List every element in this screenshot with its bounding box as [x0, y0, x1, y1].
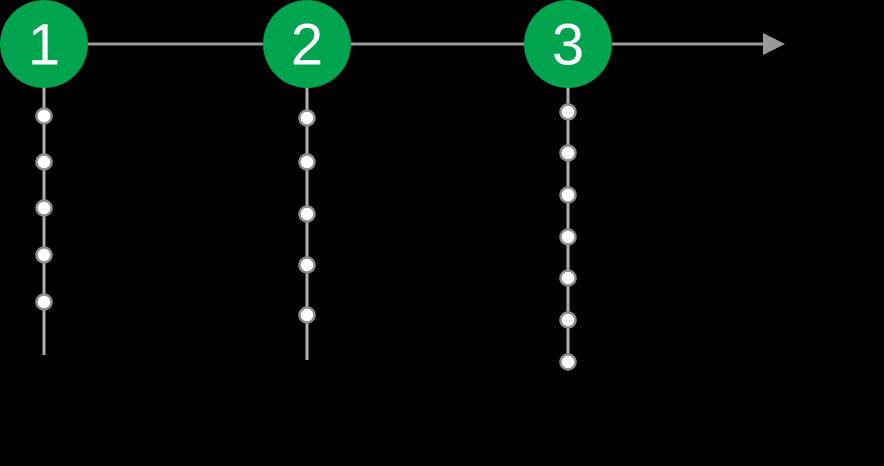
milestone-2-label: 2 [291, 13, 323, 78]
milestone-1-label: 1 [28, 13, 60, 78]
step-3-3-node[interactable] [559, 186, 577, 204]
milestone-1[interactable]: 1 [0, 0, 88, 88]
step-nodes-layer [35, 103, 577, 371]
step-2-5-node[interactable] [298, 306, 316, 324]
step-2-3-node[interactable] [298, 205, 316, 223]
arrow-head-icon [763, 33, 785, 55]
step-1-3-node[interactable] [35, 199, 53, 217]
step-1-1-node[interactable] [35, 107, 53, 125]
step-3-6-node[interactable] [559, 311, 577, 329]
milestone-3[interactable]: 3 [524, 0, 612, 88]
step-3-1-node[interactable] [559, 103, 577, 121]
milestones-layer: 1 2 3 [0, 0, 612, 88]
step-3-7-node[interactable] [559, 353, 577, 371]
step-3-2-node[interactable] [559, 144, 577, 162]
step-2-1-node[interactable] [298, 109, 316, 127]
milestone-3-disc [524, 0, 612, 88]
milestone-2-disc [263, 0, 351, 88]
step-2-4-node[interactable] [298, 256, 316, 274]
milestone-1-disc [0, 0, 88, 88]
step-1-4-node[interactable] [35, 246, 53, 264]
timeline-arrow [763, 33, 785, 55]
step-3-4-node[interactable] [559, 228, 577, 246]
step-2-2-node[interactable] [298, 153, 316, 171]
step-1-5-node[interactable] [35, 293, 53, 311]
milestone-2[interactable]: 2 [263, 0, 351, 88]
step-3-5-node[interactable] [559, 269, 577, 287]
step-1-2-node[interactable] [35, 153, 53, 171]
milestone-3-label: 3 [552, 13, 584, 78]
